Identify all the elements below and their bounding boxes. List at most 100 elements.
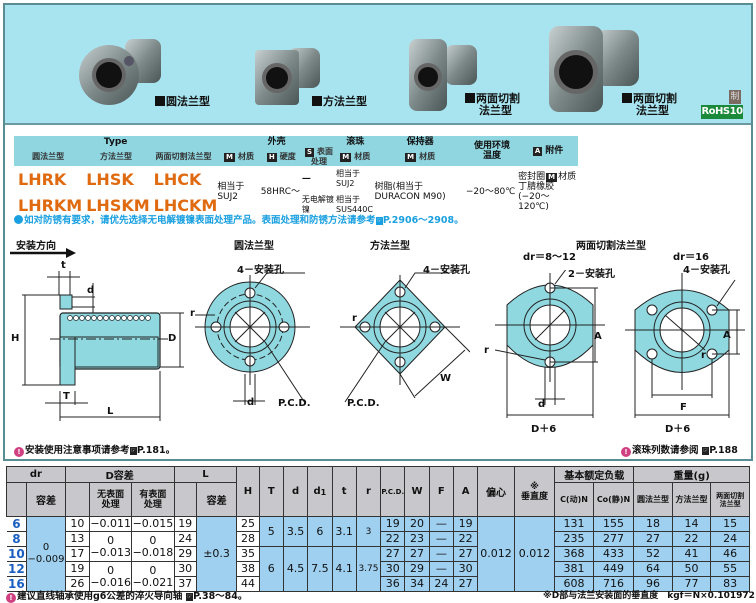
A-value: 19 [452,516,479,532]
dr-value[interactable]: 6 [6,516,28,532]
rust-note-link[interactable]: P.2906～2908。 [382,215,464,226]
product-frame [3,3,753,461]
th-w-square: 方法兰型 [671,482,712,517]
square-flange-title: 方法兰型 [370,241,410,252]
W-value: 20 [404,516,430,532]
housing-material-text: 相当于SUJ2 [217,182,245,202]
tol-lower: −0.013 [90,545,132,559]
t-value: 3.1 [331,516,357,547]
th-pcd: P.C.D. [380,466,406,517]
product-banner: 圆法兰型 方法兰型 两面切割法兰型 两面切割法兰型 制 RoHS10 [5,5,751,125]
ws-value: 41 [671,546,712,562]
tol-upper: 0 [107,563,115,577]
install-note-link[interactable]: P.181。 [136,445,176,456]
square-holes-label: 4－安装孔 [423,265,470,276]
ball-note-link[interactable]: P.188 [709,445,738,456]
wr-value: 64 [633,561,673,577]
material-badge: M [405,152,417,162]
part-code[interactable]: LHRK [18,169,67,189]
housing-material: 相当于SUJ2 [217,166,260,218]
dim-label-H: H [11,333,20,344]
th-w-cut: 两面切割法兰型 [710,482,750,517]
th-C: C(动)N [554,482,594,517]
d-tol-cell: 0−0.018 [131,531,175,562]
dr-value[interactable]: 16 [6,576,28,592]
W-value: 29 [404,561,430,577]
dim-label-r: r [190,308,195,319]
th-A: A [452,466,479,517]
pcd-value: 36 [380,576,406,592]
th-d: d [282,466,309,517]
product-label-text: 法兰型 [479,104,512,117]
th-F: F [428,466,455,517]
H-value: 28 [236,531,260,547]
part-code[interactable]: LHRKM [18,195,83,215]
type-col-square: 方法兰型 [82,147,150,166]
cut-flange-photo-large [549,26,639,112]
reference-icon: ☞ [185,593,194,601]
C0-value: 277 [592,531,635,547]
d-value: 4.5 [282,546,309,592]
part-code[interactable]: LHCKM [153,195,218,215]
rust-note: 如对防锈有要求，请优先选择无电解镀镍表面处理产品。表面处理和防锈方法请参考☞P.… [14,212,464,226]
H-value: 25 [236,516,260,532]
part-code[interactable]: LHSK [86,169,134,189]
wc-value: 24 [710,531,750,547]
dim-label-r-cut: r [484,345,489,356]
tol-lower: −0.021 [132,575,174,589]
material-badge: M [546,173,558,182]
dim-label-D6-b: D＋6 [665,424,691,435]
product-label-cut-large: 两面切割法兰型 [622,93,677,117]
th-dr: dr [6,466,66,483]
accessory-text: (−20～120℃) [518,192,550,212]
ball-material: 相当于SUS440C [336,192,374,218]
cut-holes-label-a: 2－安装孔 [568,269,615,280]
ws-value: 14 [671,516,712,532]
cut-holes-label-b: 4－安装孔 [683,265,730,276]
reference-icon: ☞ [701,447,710,455]
accessory-text: 材质 [558,172,577,182]
dim-label-r-b: r [701,350,706,361]
dr-value[interactable]: 8 [6,531,28,547]
th-C0: Co(静)N [592,482,635,517]
dim-label-r-square: r [352,313,357,324]
shaft-note-link[interactable]: P.38～84。 [193,591,248,602]
W-value: 27 [404,546,430,562]
C0-value: 433 [592,546,635,562]
product-label-cut: 两面切割法兰型 [465,93,520,117]
L-value: 29 [173,546,197,562]
dr-tolerance: 0−0.009 [26,516,66,592]
part-code[interactable]: LHCK [153,169,202,189]
d1-value: 6 [307,516,333,547]
A-value: 22 [452,531,479,547]
temp-header: 使用环境温度 [465,136,519,166]
col-label: 材质 [238,151,254,161]
ball-header: 滚珠 [336,136,375,147]
th-load: 基本额定负载 [554,466,635,483]
round-flange-photo [79,39,161,105]
dr-tol-lower: −0.009 [27,554,65,565]
ws-value: 77 [671,576,712,592]
product-label-round: 圆法兰型 [155,96,210,108]
dr-value[interactable]: 12 [6,561,28,577]
T-value: 5 [258,516,284,547]
ball-material-text: 相当于SUJ2 [336,169,361,188]
caution-icon: ! [6,593,16,603]
th-no-surface-text: 无表面处理 [97,489,125,510]
bullet-square-icon [155,96,165,106]
ball-note-text: 滚珠列数请参阅 [632,445,699,456]
shaft-note-text: 建议直线轴承使用g6公差的淬火导向轴 [17,591,183,602]
C-value: 608 [554,576,594,592]
th-w-round: 圆法兰型 [633,482,673,517]
dr-value[interactable]: 10 [6,546,28,562]
part-code[interactable]: LHSKM [86,195,150,215]
cut-dr-range-a: dr＝8～12 [523,252,576,263]
cut-flange-photo-small [409,39,477,111]
t-value: 4.1 [331,546,357,592]
